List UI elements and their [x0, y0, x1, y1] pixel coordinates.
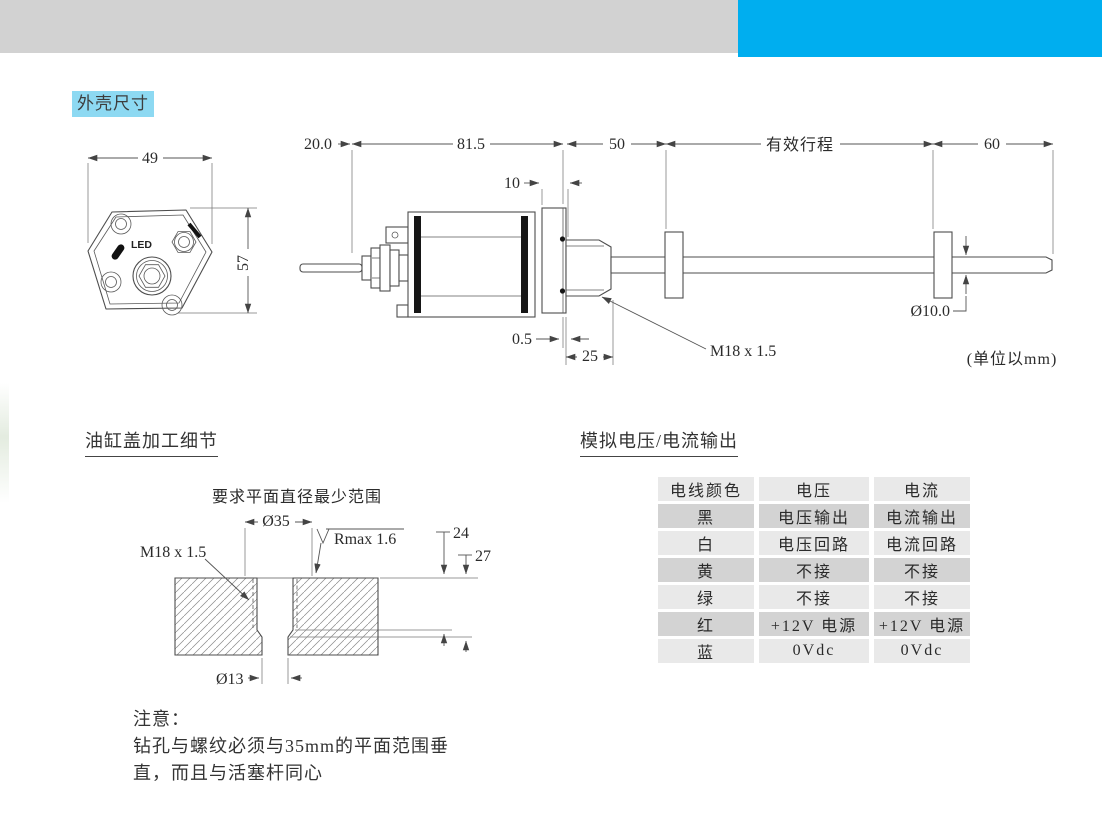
- dim-10: 10: [504, 175, 520, 192]
- magnet-ring-1: [664, 231, 684, 299]
- col-voltage: 电压: [759, 477, 869, 501]
- cell: 不接: [874, 558, 970, 582]
- cable: [299, 263, 363, 273]
- cell: 电流输出: [874, 504, 970, 528]
- led-label: LED: [131, 239, 152, 251]
- flange: [541, 207, 567, 314]
- dim-27: 27: [475, 548, 491, 565]
- cell: 黑: [658, 504, 754, 528]
- front-view: LED: [87, 209, 213, 316]
- dim-13: Ø13: [216, 671, 244, 688]
- dim-35: Ø35: [262, 513, 290, 530]
- dim-50: 50: [609, 136, 625, 153]
- table-row: 红 +12V 电源 +12V 电源: [658, 612, 970, 636]
- cell: 电流回路: [874, 531, 970, 555]
- header-gray-band: [0, 0, 738, 53]
- dim-25: 25: [582, 348, 598, 365]
- unit-note: (单位以mm): [967, 350, 1058, 368]
- cell: 0Vdc: [874, 639, 970, 663]
- dim-57: 57: [235, 255, 252, 271]
- thread-plug: [565, 239, 612, 297]
- cell: 红: [658, 612, 754, 636]
- sensor-body: [407, 211, 536, 318]
- dim-0-5: 0.5: [512, 331, 532, 348]
- table-row: 蓝 0Vdc 0Vdc: [658, 639, 970, 663]
- cell: 电压回路: [759, 531, 869, 555]
- cap-caption: 要求平面直径最少范围: [212, 488, 382, 506]
- stroke-label: 有效行程: [766, 136, 834, 154]
- cell: +12V 电源: [759, 612, 869, 636]
- index-mark: [187, 222, 202, 239]
- wiring-table: 电线颜色 电压 电流 黑 电压输出 电流输出 白 电压回路 电流回路 黄 不接 …: [653, 474, 975, 666]
- thread-callout: M18 x 1.5: [710, 343, 776, 360]
- machining-note: 注意： 钻孔与螺纹必须与35mm的平面范围垂 直，而且与活塞杆同心: [133, 706, 449, 787]
- rod-diameter: Ø10.0: [910, 303, 950, 320]
- cap-thread-callout: M18 x 1.5: [140, 544, 206, 561]
- col-current: 电流: [874, 477, 970, 501]
- dim-60: 60: [984, 136, 1000, 153]
- cell: 白: [658, 531, 754, 555]
- cap-detail-heading: 油缸盖加工细节: [85, 427, 218, 457]
- cell: 不接: [759, 585, 869, 609]
- table-row: 绿 不接 不接: [658, 585, 970, 609]
- dim-49: 49: [142, 150, 158, 167]
- cell: 蓝: [658, 639, 754, 663]
- cell: 黄: [658, 558, 754, 582]
- note-line-2: 直，而且与活塞杆同心: [133, 763, 323, 783]
- dim-20: 20.0: [304, 136, 332, 153]
- surface-finish-label: Rmax 1.6: [334, 531, 396, 548]
- note-line-1: 钻孔与螺纹必须与35mm的平面范围垂: [133, 736, 450, 756]
- led-indicator: [111, 244, 125, 260]
- dimension-lines: [87, 134, 1054, 364]
- cell: +12V 电源: [874, 612, 970, 636]
- housing-dimension-drawing: LED: [87, 134, 1058, 368]
- cell: 不接: [759, 558, 869, 582]
- table-row: 黑 电压输出 电流输出: [658, 504, 970, 528]
- table-row: 黄 不接 不接: [658, 558, 970, 582]
- cell: 电压输出: [759, 504, 869, 528]
- header-blue-band: [738, 0, 1102, 57]
- cell: 绿: [658, 585, 754, 609]
- dim-24: 24: [453, 525, 469, 542]
- table-row: 白 电压回路 电流回路: [658, 531, 970, 555]
- scan-artifact: [0, 383, 9, 503]
- note-title: 注意：: [133, 709, 190, 729]
- mounting-lug: [385, 226, 409, 244]
- side-view: [299, 207, 1053, 318]
- magnet-ring-2: [933, 231, 953, 299]
- cap-detail-drawing: 要求平面直径最少范围: [140, 488, 491, 688]
- dim-81-5: 81.5: [457, 136, 485, 153]
- cap-dimension-lines: [204, 514, 472, 682]
- col-wire-color: 电线颜色: [658, 477, 754, 501]
- output-heading: 模拟电压/电流输出: [580, 427, 739, 457]
- table-header-row: 电线颜色 电压 电流: [658, 477, 970, 501]
- cell: 不接: [874, 585, 970, 609]
- housing-section-title: 外壳尺寸: [72, 91, 154, 117]
- cell: 0Vdc: [759, 639, 869, 663]
- cap-block: [174, 577, 379, 656]
